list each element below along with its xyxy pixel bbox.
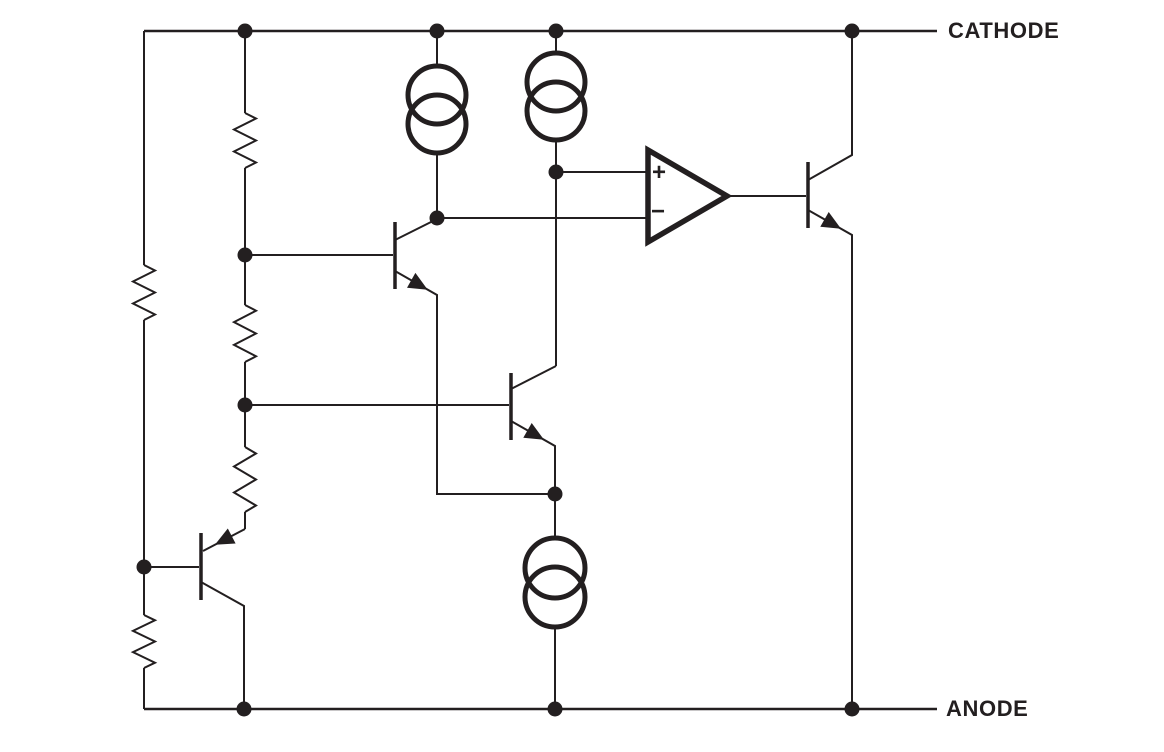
resistor-2-icon <box>231 112 259 169</box>
output-emitter-arrow-icon <box>820 212 841 229</box>
cathode-terminal-label: CATHODE <box>948 18 1059 43</box>
npn-q1-icon <box>245 218 555 495</box>
opamp-plus-label: + <box>652 159 666 186</box>
junction-dot <box>429 23 445 39</box>
current-source-3-icon <box>522 494 588 709</box>
current-source-2-circle-bottom <box>524 79 588 143</box>
junction-dot <box>548 23 564 39</box>
junction-dots <box>136 23 860 717</box>
junction-dot <box>547 486 563 502</box>
resistor-3-icon <box>231 304 259 363</box>
error-amplifier-icon: + − <box>645 145 733 247</box>
current-source-3-circle-top <box>522 535 588 601</box>
current-source-1-circle-bottom <box>405 92 469 156</box>
pnp-collector-wire <box>200 581 245 709</box>
output-collector-wire <box>807 31 853 181</box>
current-source-3-circle-bottom <box>522 564 588 630</box>
current-source-1-circle-top <box>405 63 469 127</box>
junction-dot <box>237 247 253 263</box>
junction-dot <box>548 164 564 180</box>
q2-emitter-arrow-icon <box>523 423 544 440</box>
q2-emitter-wire <box>510 420 556 494</box>
opamp-triangle <box>645 145 733 247</box>
q1-emitter-wire <box>394 270 555 495</box>
junction-dot <box>237 23 253 39</box>
current-source-2-icon <box>524 31 588 366</box>
current-source-2-circle-top <box>524 50 588 114</box>
pnp-q4-icon <box>144 528 246 709</box>
anode-terminal-label: ANODE <box>946 696 1028 721</box>
opamp-minus-label: − <box>651 198 665 225</box>
resistor-1-icon <box>130 264 158 321</box>
pnp-emitter-arrow-icon <box>214 528 236 545</box>
q1-collector-wire <box>394 218 438 241</box>
current-source-1-icon <box>405 31 469 218</box>
junction-dot <box>547 701 563 717</box>
npn-output-icon <box>727 31 853 709</box>
junction-dot <box>236 701 252 717</box>
npn-q2-icon <box>245 365 557 494</box>
output-emitter-wire <box>807 209 853 709</box>
junction-dot <box>136 559 152 575</box>
junction-dot <box>429 210 445 226</box>
junction-dot <box>844 23 860 39</box>
junction-dot <box>237 397 253 413</box>
q2-collector-wire <box>510 365 557 390</box>
resistor-4-icon <box>232 446 258 513</box>
resistor-5-icon <box>130 614 158 669</box>
junction-dot <box>844 701 860 717</box>
q1-emitter-arrow-icon <box>407 272 428 290</box>
